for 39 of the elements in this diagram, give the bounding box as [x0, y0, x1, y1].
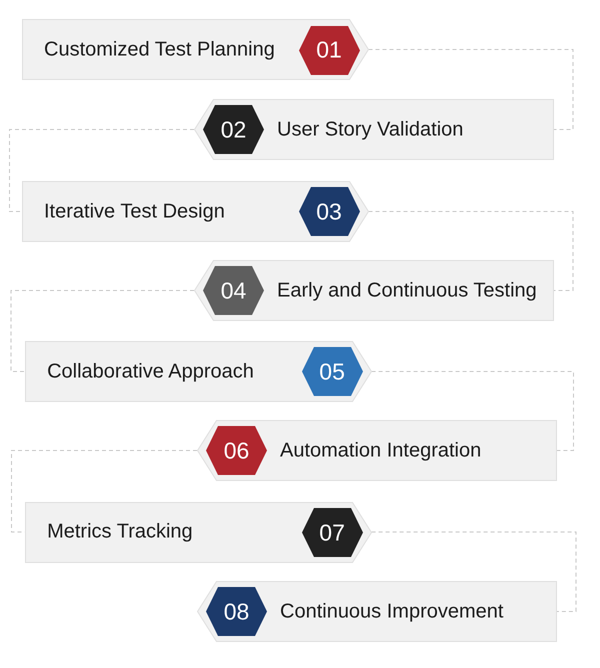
step-title: Metrics Tracking [47, 520, 193, 544]
dashed-connector [11, 450, 198, 532]
dashed-connector [368, 49, 574, 130]
dashed-connector [10, 290, 194, 372]
step-panel [22, 19, 368, 80]
step-panel [197, 581, 557, 642]
step-title: Customized Test Planning [44, 38, 275, 61]
dashed-connector [371, 371, 574, 451]
dashed-connector [9, 129, 194, 212]
step-number: 08 [224, 598, 250, 624]
number-hexagon [298, 187, 360, 236]
step-number: 07 [319, 520, 345, 546]
step-panel [22, 181, 368, 242]
step-title: Continuous Improvement [280, 600, 504, 623]
step-number: 02 [220, 116, 246, 142]
step-number: 05 [319, 358, 345, 384]
step-panel [194, 260, 554, 321]
number-hexagon [206, 426, 267, 475]
step-number: 06 [224, 438, 250, 464]
number-hexagon [298, 26, 360, 74]
step-number: 04 [220, 278, 246, 304]
step-title: User Story Validation [277, 118, 464, 141]
step-panel [24, 341, 372, 402]
number-hexagon [206, 587, 267, 636]
step-title: Early and Continuous Testing [277, 279, 537, 302]
number-hexagon [302, 508, 363, 557]
number-hexagon [203, 105, 264, 154]
step-panel [197, 420, 557, 481]
dashed-connector [371, 532, 576, 612]
step-title: Collaborative Approach [47, 360, 254, 383]
step-number: 03 [316, 198, 342, 224]
step-title: Iterative Test Design [44, 200, 225, 223]
step-number: 01 [316, 37, 342, 63]
step-title: Automation Integration [280, 439, 482, 462]
dashed-connector [368, 211, 574, 291]
step-panel [194, 99, 554, 160]
number-hexagon [203, 266, 264, 315]
number-hexagon [302, 347, 363, 396]
step-panel [24, 502, 372, 562]
